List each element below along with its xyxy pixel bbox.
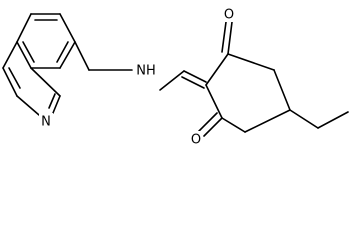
chemical-structure-diagram: NH N O O — [2, 6, 349, 148]
double-bond — [198, 112, 218, 132]
bond — [2, 67, 18, 97]
quinoline-benzo-ring — [16, 13, 76, 69]
bond — [52, 95, 61, 114]
label-background — [222, 6, 236, 22]
double-bond-inner — [22, 41, 35, 63]
double-bond — [227, 21, 233, 55]
quinoline-nitrogen-label: N — [41, 115, 51, 130]
bond — [317, 111, 349, 129]
bond — [205, 84, 223, 119]
bond — [74, 41, 90, 71]
bond — [273, 69, 291, 111]
atom-label-quinoline-n: N — [39, 113, 53, 130]
bond — [205, 53, 229, 86]
double-bond-inner — [56, 41, 69, 63]
carbonyl-oxygen-bottom-label: O — [191, 133, 201, 148]
double-bond — [203, 117, 223, 137]
label-background — [39, 113, 53, 129]
bond — [30, 67, 61, 97]
bond — [244, 109, 291, 133]
amine-nh-label: NH — [136, 64, 156, 79]
carbonyl-oxygen-top-label: O — [224, 8, 234, 23]
bond — [16, 95, 40, 116]
ethyl-group — [289, 109, 349, 129]
cyclohexanedione-ring — [205, 53, 291, 133]
bond — [59, 13, 76, 43]
amine-linkage — [74, 41, 207, 91]
bond — [59, 41, 76, 69]
label-background — [133, 62, 159, 79]
double-bond — [221, 21, 227, 53]
bond — [159, 70, 185, 91]
double-bond — [183, 70, 207, 83]
atom-label-nh: NH — [133, 62, 159, 79]
bond — [227, 53, 275, 71]
bond — [16, 13, 32, 43]
double-bond-inner — [8, 67, 21, 89]
label-background — [189, 131, 203, 147]
carbonyl-bottom — [198, 112, 223, 137]
molecule-drawing: NH N O O — [2, 6, 349, 148]
atom-label-carbonyl-bottom: O — [189, 131, 203, 148]
carbonyl-top — [221, 21, 233, 55]
bond — [16, 41, 32, 69]
atom-label-carbonyl-top: O — [222, 6, 236, 23]
bond — [2, 41, 18, 69]
bond — [289, 109, 319, 129]
double-bond-inner — [48, 93, 56, 109]
double-bond — [181, 76, 205, 89]
quinoline-pyridine-ring — [2, 41, 61, 116]
bond — [221, 117, 246, 133]
